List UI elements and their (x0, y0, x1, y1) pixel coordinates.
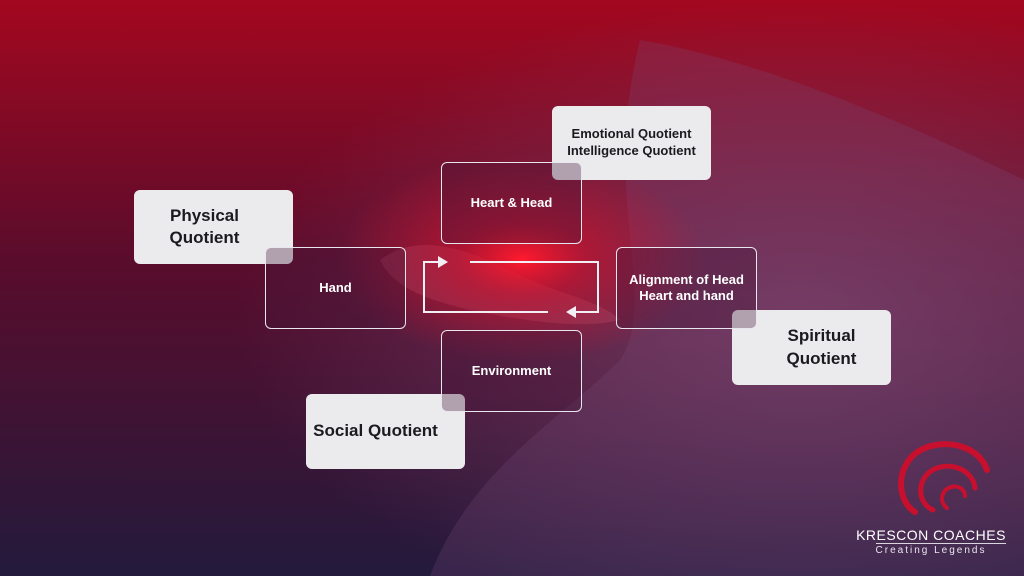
emotional-quotient-text: Emotional Quotient (571, 126, 692, 142)
heart-head-node: Heart & Head (441, 162, 582, 244)
arrow-left-loop (423, 261, 548, 313)
krescon-logo (898, 441, 990, 515)
hand-text: Hand (319, 279, 352, 295)
heart-head-text: Heart & Head (470, 194, 553, 210)
alignment-text: Alignment of Head Heart and hand (629, 271, 744, 303)
physical-quotient-text: Physical Quotient (169, 205, 240, 247)
hand-node: Hand (265, 247, 406, 329)
social-quotient-text: Social Quotient (313, 421, 438, 441)
brand-tagline: Creating Legends (875, 545, 987, 556)
environment-node: Environment (441, 330, 582, 412)
intelligence-quotient-text: Intelligence Quotient (567, 143, 696, 158)
arrowhead-left (566, 306, 576, 318)
spiritual-quotient-text: Spiritual Quotient (786, 326, 857, 368)
arrowhead-right (438, 256, 448, 268)
spiritual-quotient-label: Spiritual Quotient (732, 310, 891, 385)
alignment-node: Alignment of Head Heart and hand (616, 247, 757, 329)
emotional-intelligence-label: Emotional Quotient Intelligence Quotient (552, 106, 711, 180)
arrow-right-loop (470, 261, 599, 313)
environment-text: Environment (471, 362, 552, 378)
brand-name: KRESCON COACHES (856, 527, 1006, 543)
brand-divider (876, 543, 1006, 544)
social-quotient-label: Social Quotient (306, 394, 465, 469)
